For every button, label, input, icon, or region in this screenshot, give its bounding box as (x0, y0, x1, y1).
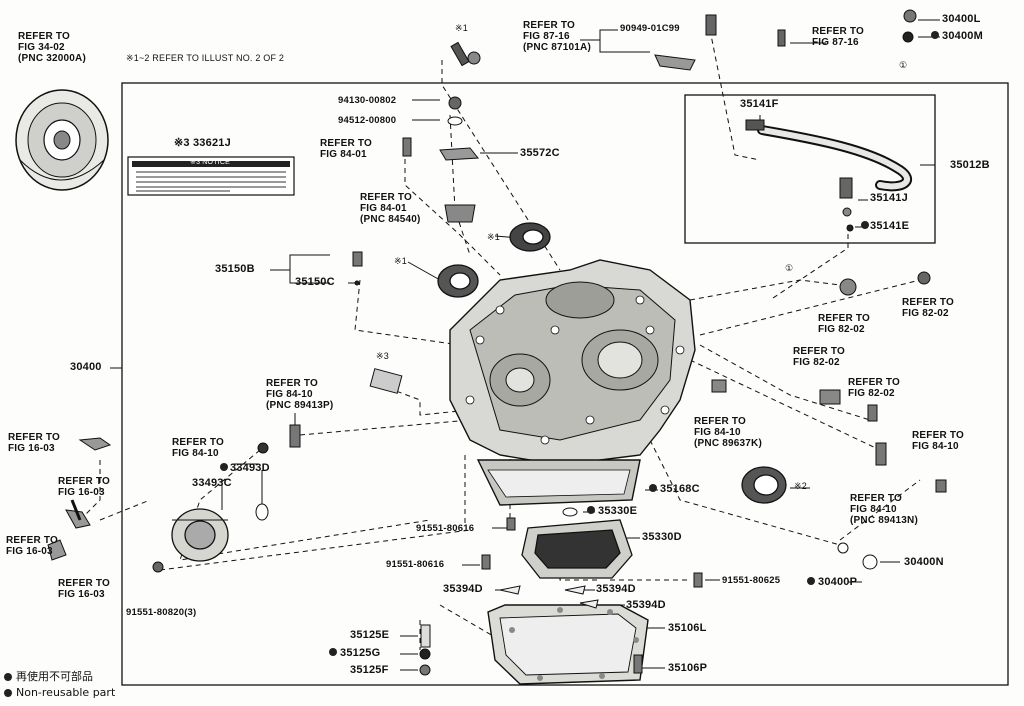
mark-1-a: ※1 (455, 23, 468, 33)
legend-text-jp: 再使用不可部品 (16, 670, 93, 683)
oil-seal-icon-c (741, 466, 787, 504)
part-33493d: 33493D (230, 462, 270, 474)
legend-dot-icon (4, 673, 12, 681)
part-91551-80616-b: 91551-80616 (386, 559, 445, 570)
hose-inset-box (684, 94, 936, 244)
label-notice: ※3 NOTICE (190, 159, 230, 166)
part-35106p: 35106P (668, 662, 708, 674)
ref-fig-34-02: REFER TO FIG 34-02 (PNC 32000A) (18, 31, 86, 64)
ref-fig-84-01-b: REFER TO FIG 84-01 (PNC 84540) (360, 192, 421, 225)
part-35572c: 35572C (520, 147, 560, 159)
ref-fig-84-10-d: REFER TO FIG 84-10 (912, 430, 964, 452)
ref-fig-16-03-a: REFER TO FIG 16-03 (8, 432, 60, 454)
part-35141f: 35141F (740, 98, 779, 110)
part-90949-01c99: 90949-01C99 (620, 23, 680, 34)
part-35141j: 35141J (870, 192, 908, 204)
non-reusable-dot-icon (807, 577, 815, 585)
main-frame (121, 82, 1009, 686)
legend-text-en: Non-reusable part (16, 686, 116, 699)
part-35106l: 35106L (668, 622, 707, 634)
legend-line-jp: 再使用不可部品 (4, 671, 93, 683)
part-35330e: 35330E (598, 505, 638, 517)
part-94512-00800: 94512-00800 (338, 115, 397, 126)
ref-fig-82-02-d: REFER TO FIG 82-02 (848, 377, 900, 399)
small-hardware-icons (47, 9, 947, 676)
ref-fig-82-02-c: REFER TO FIG 82-02 (793, 346, 845, 368)
part-35012b: 35012B (950, 159, 990, 171)
part-35168c: 35168C (660, 483, 700, 495)
part-35125g: 35125G (340, 647, 381, 659)
part-33493c: 33493C (192, 477, 232, 489)
non-reusable-dot-icon (861, 221, 869, 229)
part-35394d-b: 35394D (596, 583, 636, 595)
ref-fig-82-02-a: REFER TO FIG 82-02 (818, 313, 870, 335)
part-91551-80820: 91551-80820(3) (126, 607, 197, 618)
mark-3: ※3 (376, 351, 389, 361)
transaxle-assembly-icon (449, 259, 696, 506)
legend-line-en: Non-reusable part (4, 687, 115, 699)
circle-mark-1-b: ① (785, 263, 794, 273)
oil-cooler-icon (171, 508, 229, 562)
part-30400l: 30400L (942, 13, 981, 25)
part-91551-80625: 91551-80625 (722, 575, 781, 586)
non-reusable-dot-icon (220, 463, 228, 471)
ref-fig-16-03-d: REFER TO FIG 16-03 (58, 578, 110, 600)
header-note: ※1~2 REFER TO ILLUST NO. 2 OF 2 (126, 53, 285, 63)
mark-1-c: ※1 (394, 256, 407, 266)
ref-fig-84-10-e: REFER TO FIG 84-10 (PNC 89413N) (850, 493, 918, 526)
oil-strainer-icon (521, 519, 633, 579)
part-30400p: 30400P (818, 576, 858, 588)
non-reusable-dot-icon (329, 648, 337, 656)
part-30400n: 30400N (904, 556, 944, 568)
part-35141e: 35141E (870, 220, 910, 232)
oil-seal-icon-b (437, 264, 479, 298)
non-reusable-dot-icon (931, 31, 939, 39)
part-33621j: ※3 33621J (174, 137, 231, 149)
part-94130-00802: 94130-00802 (338, 95, 397, 106)
legend-dot-icon (4, 689, 12, 697)
ref-fig-16-03-c: REFER TO FIG 16-03 (6, 535, 58, 557)
ref-fig-82-02-b: REFER TO FIG 82-02 (902, 297, 954, 319)
caution-label-icon (127, 156, 295, 196)
part-35394d-c: 35394D (626, 599, 666, 611)
non-reusable-dot-icon (649, 484, 657, 492)
part-35125f: 35125F (350, 664, 389, 676)
part-30400: 30400 (70, 361, 102, 373)
oil-pan-icon (487, 604, 649, 685)
part-35125e: 35125E (350, 629, 390, 641)
part-30400m: 30400M (942, 30, 983, 42)
ref-fig-16-03-b: REFER TO FIG 16-03 (58, 476, 110, 498)
torque-converter-icon (15, 89, 109, 191)
part-91551-80616-a: 91551-80616 (416, 523, 475, 534)
part-35150b: 35150B (215, 263, 255, 275)
ref-fig-84-01-a: REFER TO FIG 84-01 (320, 138, 372, 160)
part-35150c: 35150C (295, 276, 335, 288)
ref-fig-84-10-a: REFER TO FIG 84-10 (PNC 89413P) (266, 378, 334, 411)
non-reusable-dot-icon (587, 506, 595, 514)
ref-fig-87-16-right: REFER TO FIG 87-16 (812, 26, 864, 48)
part-35394d-a: 35394D (443, 583, 483, 595)
ref-fig-87-16-top: REFER TO FIG 87-16 (PNC 87101A) (523, 20, 591, 53)
oil-seal-icon-a (509, 222, 551, 252)
ref-fig-84-10-c: REFER TO FIG 84-10 (PNC 89637K) (694, 416, 762, 449)
ref-fig-84-10-b: REFER TO FIG 84-10 (172, 437, 224, 459)
mark-2: ※2 (794, 481, 807, 491)
part-35330d: 35330D (642, 531, 682, 543)
circle-mark-1-a: ① (899, 60, 908, 70)
mark-1-b: ※1 (487, 232, 500, 242)
breather-hose-icon (745, 119, 912, 199)
